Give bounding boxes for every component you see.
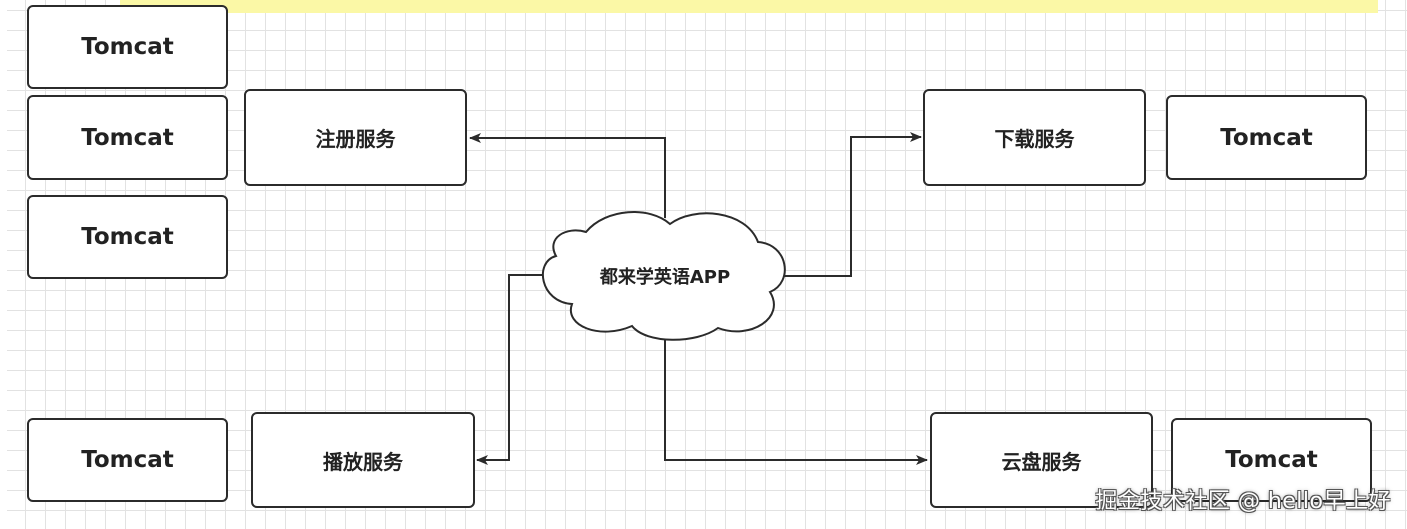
tomcat-server-register-2[interactable]: Tomcat <box>27 95 228 180</box>
watermark-text: 掘金技术社区 @ hello早上好 <box>1095 489 1391 514</box>
tomcat-server-cloud-1[interactable]: Tomcat <box>1171 418 1372 502</box>
tomcat-server-register-1[interactable]: Tomcat <box>27 5 228 89</box>
selection-highlight <box>120 0 1378 13</box>
register-service-box[interactable]: 注册服务 <box>244 89 467 186</box>
download-service-box[interactable]: 下载服务 <box>923 89 1146 186</box>
arrow-to-play-service[interactable] <box>476 274 548 465</box>
tomcat-server-register-3[interactable]: Tomcat <box>27 195 228 279</box>
tomcat-server-play-1[interactable]: Tomcat <box>27 418 228 502</box>
arrow-to-download-service[interactable] <box>778 132 922 277</box>
canvas-left-edge <box>0 0 7 529</box>
app-title: 都来学英语APP <box>599 267 731 288</box>
app-cloud-shape[interactable] <box>541 211 786 341</box>
play-service-box[interactable]: 播放服务 <box>251 412 475 508</box>
arrow-to-register-service[interactable] <box>469 133 666 218</box>
arrow-to-cloud-service[interactable] <box>664 336 928 465</box>
tomcat-server-download-1[interactable]: Tomcat <box>1166 95 1367 180</box>
cloud-service-box[interactable]: 云盘服务 <box>930 412 1153 508</box>
